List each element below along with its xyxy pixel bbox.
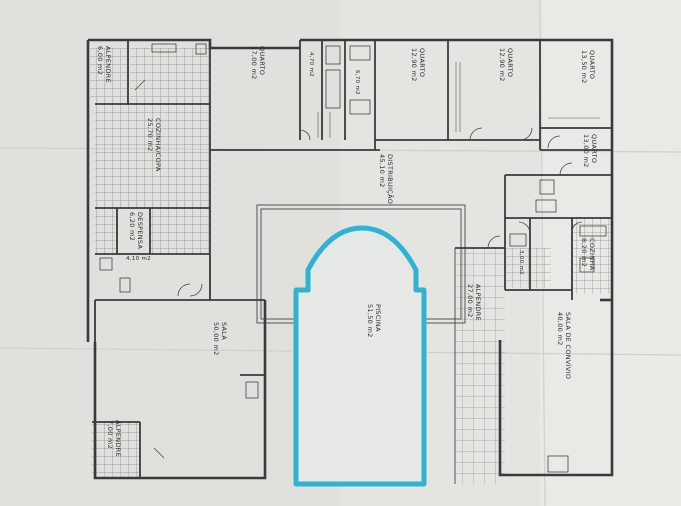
room-area: 8,20 m2 [580,238,588,267]
room-name: PISCINA [374,304,382,332]
label-quarto-4: QUARTO 13,50 m2 [580,50,596,84]
alpendre-nw-tiles [90,48,128,104]
room-area: 50,00 m2 [212,322,220,356]
room-area: 27,00 m2 [466,284,474,318]
room-name: DESPENSA [136,212,144,249]
kitchen-tiles [95,104,211,208]
label-despensa: DESPENSA 6,20 m2 [128,212,144,249]
door-swings [134,79,583,459]
kitchen-tiles-top [130,48,210,104]
room-area: 12,90 m2 [498,48,506,82]
alpendre-sw-tiles [92,422,140,478]
room-area: 13,00 m2 [582,134,590,168]
room-name: DISTRIBUIÇÃO [386,154,395,204]
alpendre-e-tiles [455,248,505,484]
label-distribuicao: DISTRIBUIÇÃO 45,10 m2 [378,154,395,204]
room-area: 25,70 m2 [146,118,154,152]
label-quarto-2: QUARTO 12,90 m2 [410,48,426,82]
room-name: QUARTO [590,134,598,163]
room-area: 51,50 m2 [366,304,374,338]
label-bath-1: 4,70 m2 [308,52,314,77]
partition-hatching [317,62,600,138]
room-area: 12,90 m2 [410,48,418,82]
room-name: ALPENDRE [474,284,482,321]
room-area: 45,10 m2 [378,154,386,188]
room-area: 13,50 m2 [580,50,588,84]
interior-walls [92,40,612,478]
room-area: 3,00 m2 [518,250,524,275]
label-cozinha: COZINHA 8,20 m2 [580,238,596,271]
bath-4-tiles [505,248,551,288]
label-sala-convivio: SALA DE CONVÍVIO 40,00 m2 [556,312,573,379]
room-area: 4,10 m2 [126,256,151,262]
label-bath-3: 4,10 m2 [126,256,151,262]
service-tiles [95,208,117,254]
room-area: 40,00 m2 [556,312,564,346]
cozinha-tiles [572,218,612,294]
label-quarto-3: QUARTO 12,90 m2 [498,48,514,82]
label-cozinha-copa: COZINHA/COPA 25,70 m2 [146,118,162,172]
room-name: QUARTO [258,46,266,75]
room-name: QUARTO [588,50,596,79]
label-alpendre-e: ALPENDRE 27,00 m2 [466,284,482,321]
room-area: 17,00 m2 [250,46,258,80]
room-name: QUARTO [418,48,426,77]
label-alpendre-sw: ALPENDRE 7,00 m2 [106,420,122,457]
label-sala: SALA 50,00 m2 [212,322,228,356]
label-quarto-1: QUARTO 17,00 m2 [250,46,266,80]
room-area: 6,70 m2 [354,70,360,95]
fixtures [99,43,607,473]
room-area: 7,00 m2 [106,420,114,449]
room-name: COZINHA [588,238,596,271]
swimming-pool-outline [293,225,427,487]
pantry-side-tiles [150,208,210,254]
label-piscina: PISCINA 51,50 m2 [366,304,382,338]
room-name: ALPENDRE [104,46,112,83]
room-name: COZINHA/COPA [154,118,162,172]
label-bath-4: 3,00 m2 [518,250,524,275]
tiled-floors [90,48,612,484]
room-name: SALA DE CONVÍVIO [564,312,573,379]
room-area: 6,00 m2 [96,46,104,75]
room-name: SALA [220,322,228,340]
label-quarto-5: QUARTO 13,00 m2 [582,134,598,168]
room-labels: ALPENDRE 6,00 m2 COZINHA/COPA 25,70 m2 Q… [96,46,598,457]
label-alpendre-nw: ALPENDRE 6,00 m2 [96,46,112,83]
room-name: QUARTO [506,48,514,77]
room-area: 4,70 m2 [308,52,314,77]
label-bath-2: 6,70 m2 [354,70,360,95]
room-area: 6,20 m2 [128,212,136,241]
exterior-walls [86,38,614,480]
room-name: ALPENDRE [114,420,122,457]
